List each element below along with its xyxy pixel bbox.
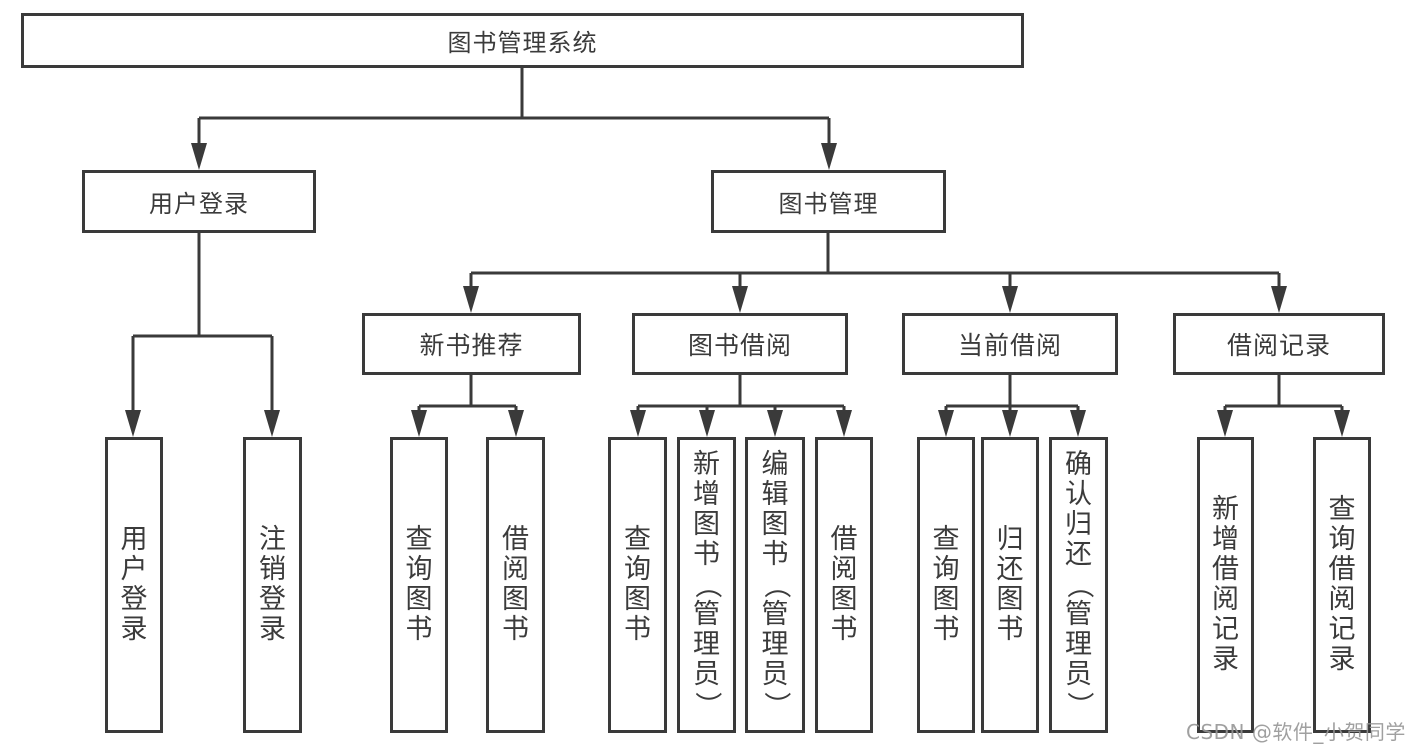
leaf-query-books: 查询图书 (917, 437, 975, 733)
node-book-borrowing: 图书借阅 (632, 313, 848, 375)
node-new-book-recommendation: 新书推荐 (362, 313, 581, 375)
node-user-login: 用户登录 (82, 170, 316, 233)
node-current-borrowing: 当前借阅 (902, 313, 1118, 375)
node-borrowing-records: 借阅记录 (1173, 313, 1385, 375)
leaf-borrow-books: 借阅图书 (486, 437, 545, 733)
leaf-add-books-admin: 新增图书（管理员） (677, 437, 736, 733)
leaf-edit-books-admin: 编辑图书（管理员） (745, 437, 805, 733)
leaf-query-books: 查询图书 (608, 437, 667, 733)
watermark-text: CSDN @软件_小贺同学 (1186, 720, 1405, 744)
node-library-management-system: 图书管理系统 (21, 13, 1024, 68)
leaf-query-borrow-record: 查询借阅记录 (1313, 437, 1371, 733)
leaf-add-borrow-record: 新增借阅记录 (1197, 437, 1254, 733)
leaf-logout: 注销登录 (243, 437, 302, 733)
node-book-management: 图书管理 (711, 170, 946, 233)
leaf-user-login: 用户登录 (105, 437, 163, 733)
leaf-return-books: 归还图书 (981, 437, 1039, 733)
leaf-borrow-books: 借阅图书 (815, 437, 873, 733)
leaf-confirm-return-admin: 确认归还（管理员） (1049, 437, 1108, 733)
leaf-query-books: 查询图书 (390, 437, 448, 733)
